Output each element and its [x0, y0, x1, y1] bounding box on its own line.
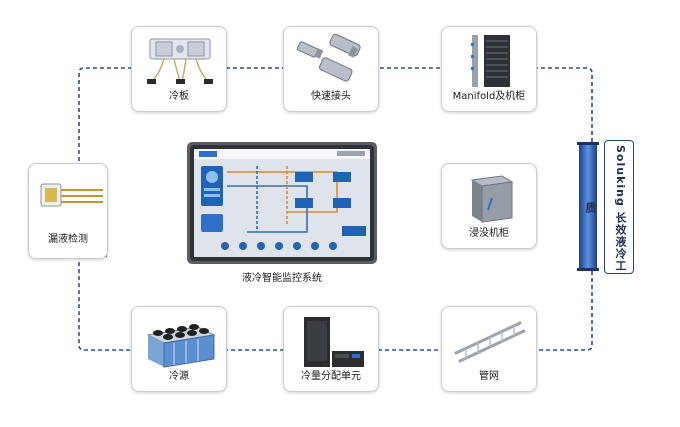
node-leak-detection[interactable]: 漏液检测 [28, 163, 108, 259]
quick-connector-icon [296, 33, 361, 82]
node-label: 冷板 [169, 91, 189, 102]
leak-sensor-icon [40, 183, 103, 207]
brand-accent-bar [577, 142, 599, 271]
immersion-tank-icon [470, 175, 514, 223]
node-label: 冷量分配单元 [301, 371, 361, 382]
node-label: 漏液检测 [48, 234, 88, 245]
cooling-tower-icon [146, 324, 216, 368]
node-label: Manifold及机柜 [452, 91, 526, 102]
brand-label-box: Soluking 长效液冷工质 [584, 140, 634, 274]
node-pipe-network[interactable]: 管网 [441, 306, 537, 392]
node-cold-plate[interactable]: 冷板 [131, 26, 227, 112]
node-immersion-cabinet[interactable]: 浸没机柜 [441, 163, 537, 249]
node-label: 快速接头 [311, 91, 351, 102]
node-label: 管网 [479, 371, 499, 382]
node-quick-connector[interactable]: 快速接头 [283, 26, 379, 112]
brand-text: Soluking 长效液冷工质 [584, 144, 627, 272]
server-rack-icon [471, 35, 510, 87]
node-cdu[interactable]: 冷量分配单元 [283, 306, 379, 392]
center-label: 液冷智能监控系统 [242, 273, 322, 284]
monitoring-screen[interactable] [187, 142, 377, 264]
node-label: 冷源 [169, 371, 189, 382]
node-cold-source[interactable]: 冷源 [131, 306, 227, 392]
cold-plate-icon [147, 38, 213, 84]
node-manifold-cabinet[interactable]: Manifold及机柜 [441, 26, 537, 112]
pipe-network-icon [454, 321, 526, 363]
cdu-cabinet-icon [304, 317, 364, 367]
node-label: 浸没机柜 [469, 228, 509, 239]
